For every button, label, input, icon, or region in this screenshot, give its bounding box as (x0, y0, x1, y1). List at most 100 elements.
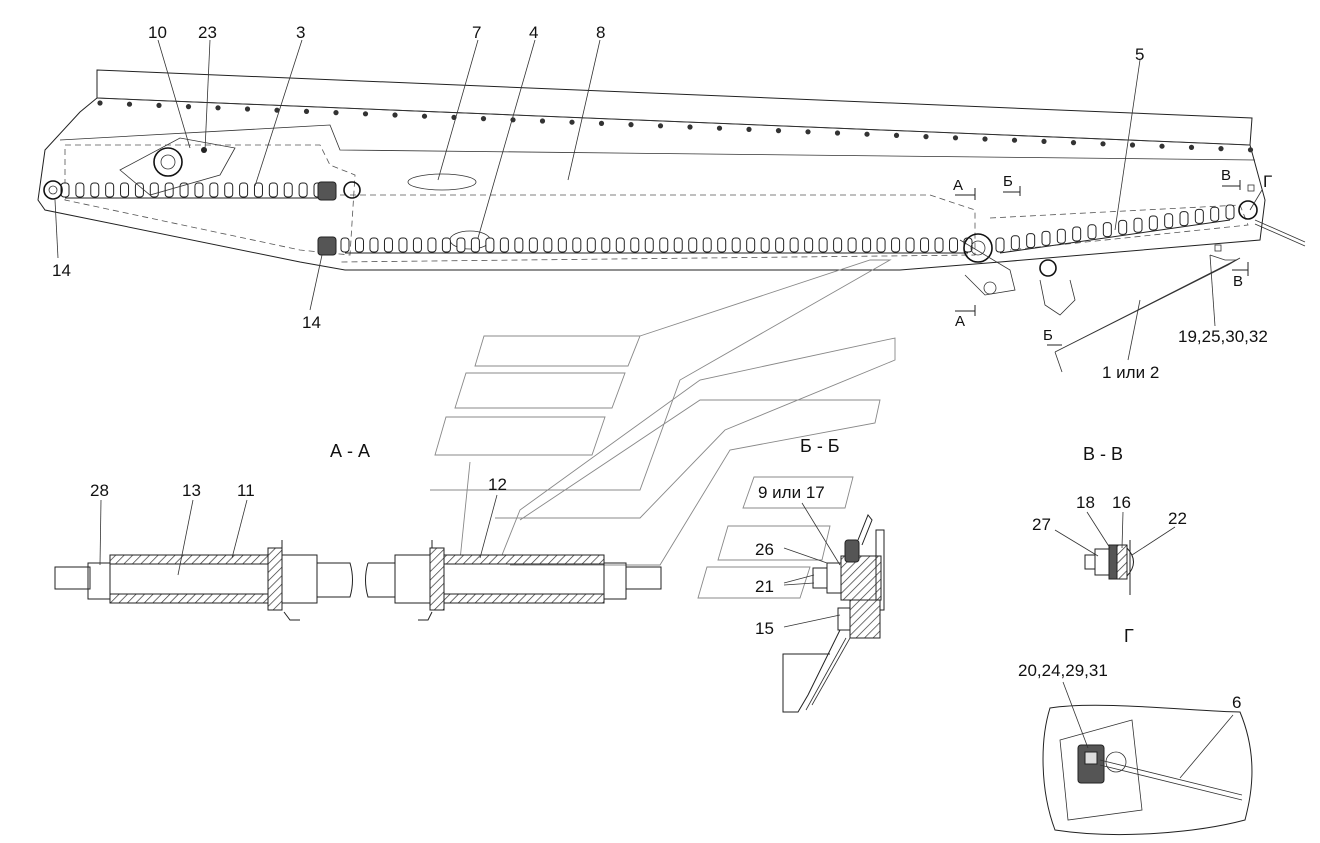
chain-link (1225, 204, 1235, 220)
rivet (716, 125, 723, 131)
rivet (1218, 146, 1224, 152)
label-22: 22 (1168, 509, 1187, 528)
label-18: 18 (1076, 493, 1095, 512)
label-a-marker-bottom: А (955, 313, 965, 330)
chain-link (789, 237, 799, 253)
chain-link (905, 237, 915, 253)
label-5: 5 (1135, 45, 1144, 64)
chain-link (543, 237, 553, 253)
chain-link (90, 182, 100, 198)
chain-link (1026, 233, 1036, 249)
chain-link (354, 237, 364, 253)
main-conveyor-view (37, 69, 1306, 373)
rivet (421, 113, 428, 119)
label-28: 28 (90, 481, 109, 500)
chain-link (1194, 208, 1204, 224)
rivet (156, 102, 162, 108)
chain-link (1010, 235, 1020, 251)
label-14-bottom: 14 (302, 313, 321, 332)
label-8: 8 (596, 23, 605, 42)
label-21: 21 (755, 577, 774, 596)
chain-link (224, 182, 234, 198)
chain-link (268, 182, 278, 198)
rivet (1159, 143, 1165, 149)
chain-link (601, 237, 611, 253)
chain-link (427, 237, 437, 253)
view-g (1042, 704, 1253, 835)
chain-link (1133, 217, 1143, 233)
chain-link (412, 237, 422, 253)
chain-rail (999, 219, 1231, 254)
chain-link (1087, 224, 1097, 240)
section-title-bb: Б - Б (800, 436, 840, 456)
label-16: 16 (1112, 493, 1131, 512)
chain-right (995, 204, 1235, 254)
rivet (834, 130, 841, 136)
rivet (628, 122, 634, 128)
chain-link (239, 182, 249, 198)
chain-link (847, 237, 857, 253)
chain-link (179, 182, 189, 198)
watermark-logo (430, 259, 896, 599)
rivet (1100, 141, 1106, 147)
chain-link (1102, 222, 1112, 238)
label-13: 13 (182, 481, 201, 500)
part-labels: 10 23 3 7 4 8 5 14 14 Г В В А А Б Б 19,2… (52, 23, 1272, 712)
chain-link (1210, 206, 1220, 222)
rivet (333, 110, 339, 116)
chain-link (717, 237, 727, 253)
chain-link (340, 237, 350, 253)
chain-link (557, 237, 567, 253)
rivet (687, 124, 693, 130)
rivet (1041, 138, 1047, 144)
chain-left (60, 182, 323, 199)
rivet (569, 119, 575, 125)
rivet (126, 101, 133, 107)
chain-link (1072, 226, 1082, 242)
section-vv (1084, 540, 1134, 595)
rivet (598, 120, 605, 126)
chain-link (1041, 230, 1051, 246)
rivet (657, 123, 664, 129)
chain-link (283, 182, 293, 198)
chain-main (340, 237, 973, 254)
chain-link (746, 237, 756, 253)
rivet (775, 128, 782, 134)
chain-link (470, 237, 480, 253)
chain-link (659, 237, 669, 253)
label-15: 15 (755, 619, 774, 638)
label-g-marker: Г (1263, 172, 1272, 191)
chain-link (164, 182, 174, 198)
chain-link (818, 237, 828, 253)
chain-link (441, 237, 451, 253)
chain-link (1179, 211, 1189, 227)
chain-link (369, 237, 379, 253)
leader-lines-aa (99, 494, 498, 576)
rivet (893, 132, 900, 138)
chain-link (120, 182, 130, 198)
section-aa (54, 540, 662, 621)
label-11: 11 (237, 481, 255, 500)
chain-link (572, 237, 582, 253)
rivet (1011, 137, 1018, 143)
rivet (864, 131, 870, 137)
section-title-g: Г (1124, 626, 1134, 646)
chain-link (499, 237, 509, 253)
chain-link (586, 237, 596, 253)
rivet (982, 136, 988, 142)
label-1-or-2: 1 или 2 (1102, 363, 1159, 382)
rivet (362, 111, 369, 117)
rivet (1129, 142, 1136, 148)
rivet (244, 106, 251, 112)
label-10: 10 (148, 23, 167, 42)
rivet (185, 104, 192, 110)
label-6: 6 (1232, 693, 1241, 712)
chain-link (398, 237, 408, 253)
chain-link (891, 237, 901, 253)
rivet (1188, 144, 1195, 150)
chain-link (75, 182, 85, 198)
label-20-24-29-31: 20,24,29,31 (1018, 661, 1108, 680)
rivet (805, 129, 811, 135)
rivet (923, 134, 929, 140)
